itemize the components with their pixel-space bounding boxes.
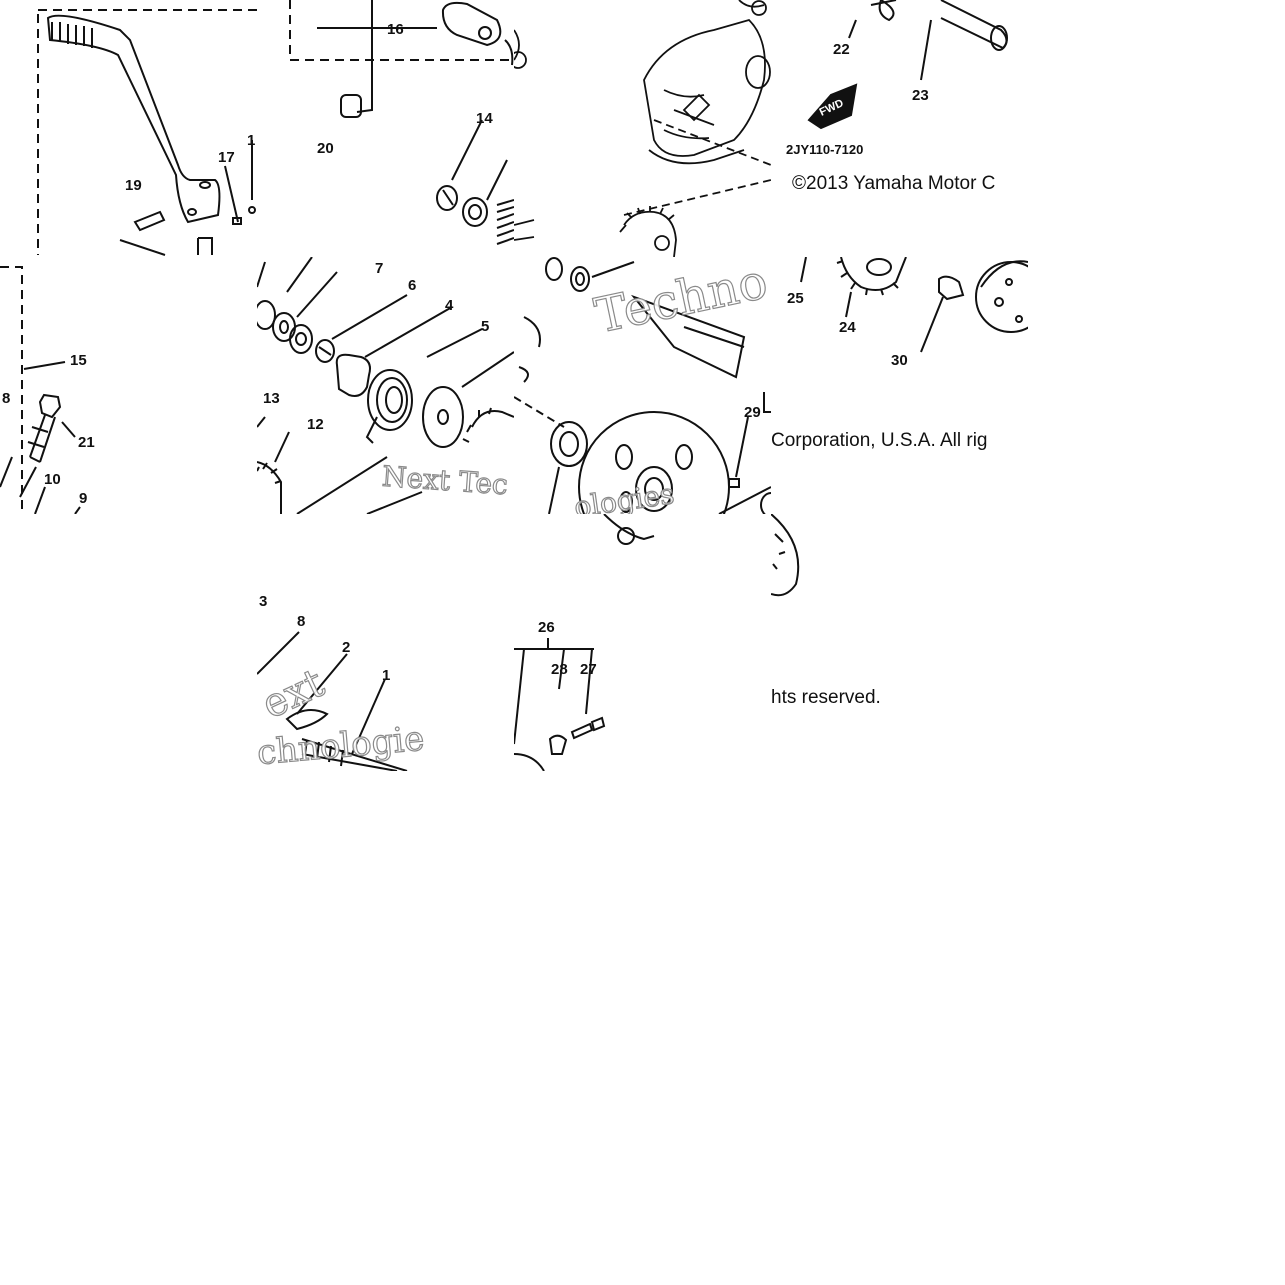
- tile-kick-shaft-parts: 3 8 2 1 ext chnologie: [257, 514, 514, 771]
- gear-rim-drawing: [771, 514, 800, 597]
- callout-20: 20: [317, 140, 334, 157]
- callout-8b: 8: [297, 613, 306, 630]
- callout-13: 13: [263, 390, 280, 407]
- callout-6: 6: [408, 277, 417, 294]
- callout-24: 24: [839, 319, 856, 336]
- tile-bolt-assembly: 26 28 27: [514, 514, 771, 771]
- sprocket-drawing: [800, 257, 1028, 353]
- callout-1: 1: [247, 132, 256, 149]
- copyright-line-3: hts reserved.: [771, 687, 881, 708]
- callout-4: 4: [445, 297, 454, 314]
- callout-23: 23: [912, 87, 929, 104]
- callout-7: 7: [375, 260, 384, 277]
- crankcase-drawing: [514, 0, 771, 257]
- callout-14: 14: [476, 110, 493, 127]
- callout-28: 28: [551, 661, 568, 678]
- callout-9: 9: [79, 490, 88, 507]
- tile-large-gear: 29 Techno ologies: [514, 257, 771, 514]
- callout-2: 2: [342, 639, 351, 656]
- spring-washers-drawing: [257, 257, 514, 514]
- callout-8: 8: [2, 390, 11, 407]
- callout-10: 10: [44, 471, 61, 488]
- callout-17: 17: [218, 149, 235, 166]
- callout-15: 15: [70, 352, 87, 369]
- callout-12: 12: [307, 416, 324, 433]
- watermark-next-technologies: Next Tec: [380, 459, 509, 502]
- tile-crankcase: [514, 0, 771, 257]
- tile-copyright-end: hts reserved.: [771, 514, 1028, 771]
- callout-26: 26: [538, 619, 555, 636]
- callout-19: 19: [125, 177, 142, 194]
- callout-5: 5: [481, 318, 490, 335]
- callout-27: 27: [580, 661, 597, 678]
- callout-30: 30: [891, 352, 908, 369]
- large-gear-drawing: [514, 257, 771, 514]
- callout-1b: 1: [382, 667, 391, 684]
- tile-spring-washers: 7 6 4 5 13 12 Next Tec: [257, 257, 514, 514]
- copyright-line-2: Corporation, U.S.A. All rig: [771, 430, 988, 451]
- tile-kick-lever: 19 17 1: [0, 0, 257, 257]
- kick-shaft-top-drawing: [289, 0, 514, 245]
- copyright-line-1: ©2013 Yamaha Motor C: [792, 173, 996, 194]
- tile-pin-and-copyright: FWD 22 23 2JY110-7120 ©2013 Yamaha Motor…: [771, 0, 1028, 257]
- lever-bolts-drawing: [0, 266, 81, 514]
- callout-29: 29: [744, 404, 761, 421]
- pin-drawing: [807, 0, 1008, 130]
- callout-21: 21: [78, 434, 95, 451]
- callout-3: 3: [259, 593, 268, 610]
- tile-sprocket: 25 24 30 Corporation, U.S.A. All rig: [771, 257, 1028, 514]
- part-code: 2JY110-7120: [786, 142, 864, 157]
- callout-16: 16: [387, 21, 404, 38]
- callout-22: 22: [833, 41, 850, 58]
- tile-lever-bolts: 15 8 21 10 9: [0, 257, 257, 514]
- kick-shaft-parts-drawing: [257, 631, 408, 771]
- kick-lever-drawing: [37, 9, 257, 256]
- bolt-assembly-drawing: [514, 514, 655, 771]
- tile-kick-shaft-top: 16 20 14: [257, 0, 514, 257]
- callout-25: 25: [787, 290, 804, 307]
